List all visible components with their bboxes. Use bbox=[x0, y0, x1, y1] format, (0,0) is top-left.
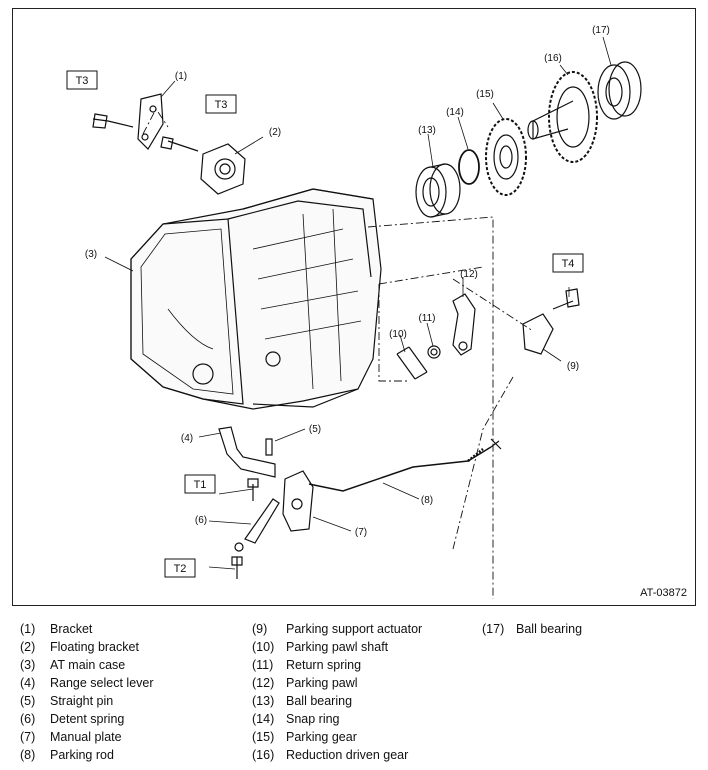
parts-legend: (1)Bracket (2)Floating bracket (3)AT mai… bbox=[20, 622, 583, 762]
figure-code: AT-03872 bbox=[640, 587, 687, 599]
callout-8: (8) bbox=[421, 495, 433, 506]
callout-15: (15) bbox=[476, 89, 494, 100]
torque-tag-t3-left: T3 bbox=[76, 75, 89, 87]
callout-10: (10) bbox=[389, 329, 407, 340]
callout-14: (14) bbox=[446, 107, 464, 118]
callout-2: (2) bbox=[269, 127, 281, 138]
callout-7: (7) bbox=[355, 527, 367, 538]
torque-tag-t1: T1 bbox=[194, 479, 207, 491]
callout-9: (9) bbox=[567, 361, 579, 372]
callout-1: (1) bbox=[175, 71, 187, 82]
diagram-svg: T3 T3 T4 T1 T2 (1) (2) (3) (4) (5) (6) (… bbox=[66, 25, 642, 599]
callout-4: (4) bbox=[181, 433, 193, 444]
callout-11: (11) bbox=[418, 313, 435, 324]
exploded-diagram: T3 T3 T4 T1 T2 (1) (2) (3) (4) (5) (6) (… bbox=[12, 8, 696, 606]
callout-3: (3) bbox=[85, 249, 97, 260]
torque-tag-t2: T2 bbox=[174, 563, 187, 575]
callout-5: (5) bbox=[309, 424, 321, 435]
torque-tag-t4: T4 bbox=[562, 258, 575, 270]
callout-13: (13) bbox=[418, 125, 436, 136]
torque-tag-t3-right: T3 bbox=[215, 99, 228, 111]
at-main-case-drawing bbox=[130, 188, 382, 410]
callout-16: (16) bbox=[544, 53, 562, 64]
callout-17: (17) bbox=[592, 25, 610, 36]
callout-12: (12) bbox=[460, 269, 478, 280]
callout-6: (6) bbox=[195, 515, 207, 526]
